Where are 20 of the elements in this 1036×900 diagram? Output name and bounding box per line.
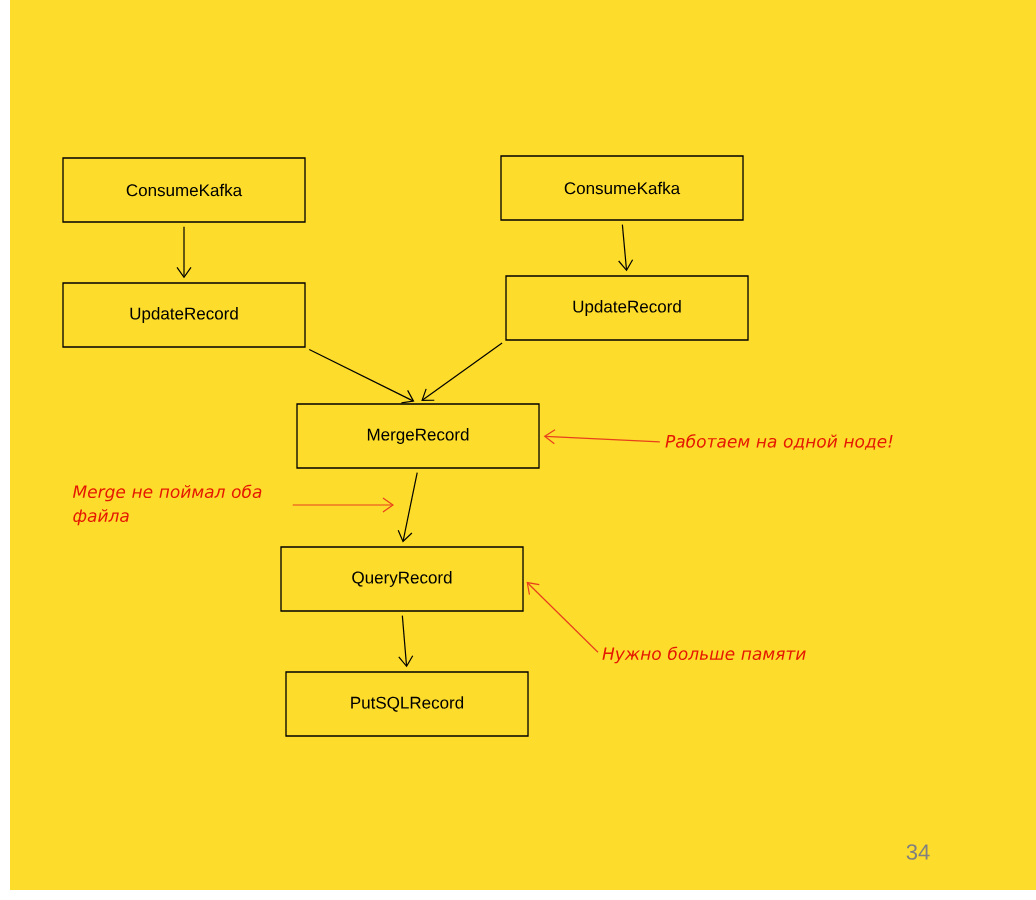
arrow <box>398 615 414 668</box>
arrow <box>308 348 415 404</box>
process-box: PutSQLRecord <box>285 671 529 737</box>
arrow <box>176 226 192 279</box>
process-box: UpdateRecord <box>62 282 306 348</box>
page-number: 34 <box>906 844 930 860</box>
arrow <box>421 342 503 401</box>
process-box: UpdateRecord <box>505 275 749 341</box>
arrow <box>526 581 599 653</box>
annotation-text: Нужно больше памяти <box>602 646 806 664</box>
annotation-text: Merge не поймал оба файла <box>72 484 262 526</box>
process-box: ConsumeKafka <box>500 155 744 221</box>
arrow <box>618 224 634 272</box>
annotation-text: Работаем на одной ноде! <box>665 434 893 450</box>
process-box: QueryRecord <box>280 546 524 612</box>
arrow <box>397 471 418 543</box>
arrow <box>543 429 661 445</box>
process-box: MergeRecord <box>296 403 540 469</box>
process-box: ConsumeKafka <box>62 157 306 223</box>
arrow <box>292 497 394 513</box>
